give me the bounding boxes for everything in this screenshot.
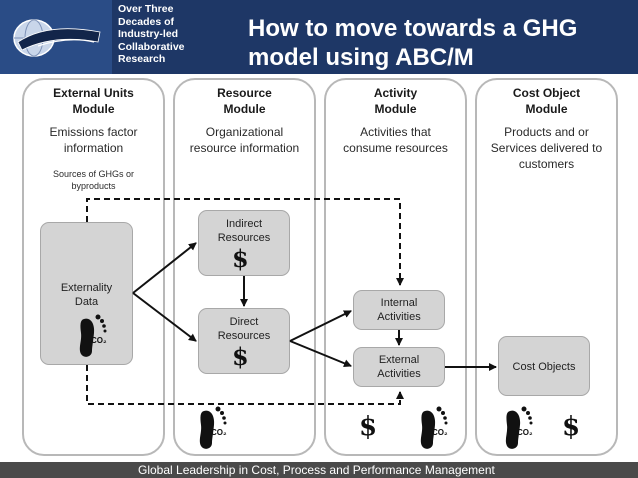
co2-label: CO₂ — [211, 428, 227, 437]
module-note: byproducts — [71, 181, 116, 191]
cost-object-module: Cost Object Module Products and or Servi… — [475, 78, 618, 456]
module-title: Module — [374, 102, 417, 116]
external-activities-box: External Activities — [353, 347, 445, 387]
logo-panel — [0, 0, 112, 74]
co2-label: CO₂ — [517, 428, 533, 437]
module-title: Module — [223, 102, 266, 116]
module-description: information — [63, 141, 124, 155]
module-title: Activity — [373, 86, 418, 100]
box-label: Resources — [217, 232, 271, 244]
co2-footprint-icon: CO₂ — [196, 405, 230, 456]
dollar-sign-icon: $ — [232, 244, 249, 273]
tagline-line: Industry-led — [118, 28, 179, 40]
module-note: Sources of GHGs or — [52, 169, 135, 179]
tagline-line: Decades of — [118, 15, 175, 28]
activity-module: Activity Module Activities that consume … — [324, 78, 467, 456]
box-label: Internal — [380, 297, 418, 309]
title-line-1: How to move towards a GHG — [248, 15, 578, 42]
tagline-line: Collaborative — [118, 40, 185, 53]
tagline: Over Three Decades of Industry-led Colla… — [118, 3, 218, 66]
co2-label: CO₂ — [432, 428, 448, 437]
dollar-sign-icon: $ — [232, 342, 249, 371]
box-label: Cost Objects — [512, 361, 576, 373]
dollar-sign-icon: $ — [562, 412, 581, 442]
module-description: resource information — [189, 141, 300, 155]
box-label: Externality — [60, 282, 113, 294]
module-title: Module — [72, 102, 115, 116]
module-description: customers — [518, 157, 575, 171]
module-description: Products and or — [504, 125, 589, 139]
box-label: Data — [74, 296, 99, 308]
box-label: Indirect — [225, 218, 263, 230]
co2-footprint-icon: CO₂ — [417, 405, 451, 456]
module-description: Services delivered to — [490, 141, 603, 155]
co2-footprint-icon: CO₂ — [502, 405, 536, 456]
box-label: Direct — [229, 316, 259, 328]
globe-logo — [13, 19, 101, 57]
box-label: Resources — [217, 330, 271, 342]
footer-bar: Global Leadership in Cost, Process and P… — [0, 462, 638, 478]
box-label: Activities — [377, 368, 421, 380]
module-title: External Units — [53, 86, 134, 100]
module-title: Cost Object — [512, 86, 581, 100]
module-title: Module — [525, 102, 568, 116]
box-label: External — [378, 354, 420, 366]
internal-activities-box: Internal Activities — [353, 290, 445, 330]
module-title: Resource — [217, 86, 272, 100]
module-description: consume resources — [343, 141, 448, 155]
footer-text: Global Leadership in Cost, Process and P… — [138, 463, 495, 477]
title-line-2: model using ABC/M — [248, 44, 474, 71]
slide-title: How to move towards a GHG model using AB… — [248, 14, 633, 72]
tagline-line: Research — [118, 53, 166, 65]
co2-label: CO₂ — [91, 336, 107, 345]
module-description: Organizational — [205, 125, 284, 139]
tagline-line: Over Three — [118, 3, 174, 15]
dollar-sign-icon: $ — [359, 412, 378, 442]
co2-footprint-icon: CO₂ — [76, 313, 110, 364]
direct-resources-box: Direct Resources — [198, 308, 290, 374]
box-label: Activities — [377, 311, 421, 323]
module-description: Activities that — [360, 125, 431, 139]
module-description: Emissions factor — [49, 125, 138, 139]
cost-objects-box: Cost Objects — [498, 336, 590, 396]
